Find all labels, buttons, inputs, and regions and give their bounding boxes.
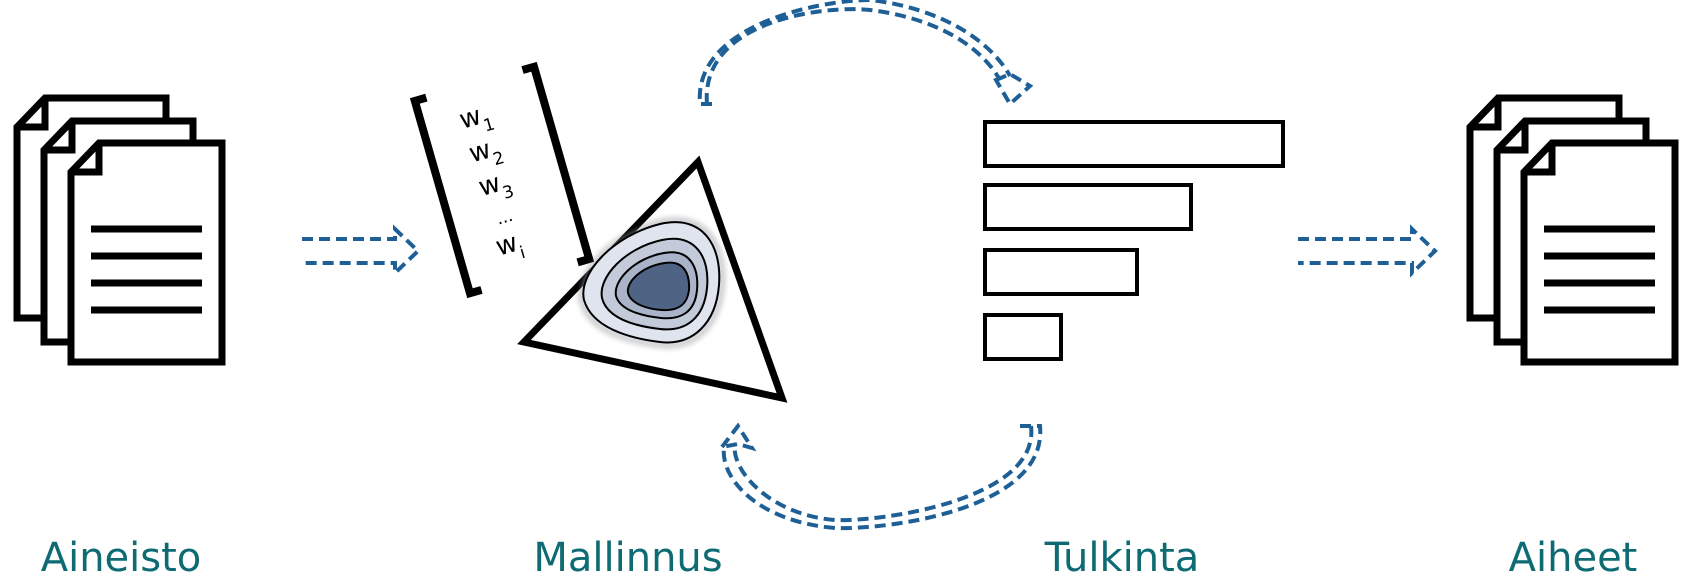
weight-w3: w3 bbox=[475, 165, 516, 209]
stage-label-tulkinta: Tulkinta bbox=[1044, 535, 1200, 581]
weight-w1: w1 bbox=[456, 98, 497, 142]
bar-3 bbox=[983, 248, 1139, 296]
simplex-contour-icon bbox=[517, 155, 788, 403]
stage-label-mallinnus: Mallinnus bbox=[533, 535, 723, 581]
bar-1 bbox=[983, 120, 1285, 168]
bar-4 bbox=[983, 313, 1063, 361]
cycle-arrow-icon bbox=[697, 0, 1043, 531]
stage-label-aiheet: Aiheet bbox=[1508, 535, 1638, 581]
weight-wi: wi bbox=[492, 227, 527, 270]
dashed-arrow-icon bbox=[1298, 224, 1438, 278]
bar-2 bbox=[983, 183, 1193, 231]
bar-chart-icon bbox=[983, 120, 1285, 361]
weight-w2: w2 bbox=[466, 132, 507, 176]
weight-vector: w1 w2 w3 ... wi bbox=[409, 61, 595, 299]
stage-label-aineisto: Aineisto bbox=[40, 535, 202, 581]
document-stack-icon bbox=[13, 94, 226, 366]
weight-ellipsis: ... bbox=[494, 206, 515, 230]
document-stack-icon bbox=[1466, 94, 1679, 366]
dashed-arrow-icon bbox=[302, 224, 421, 278]
